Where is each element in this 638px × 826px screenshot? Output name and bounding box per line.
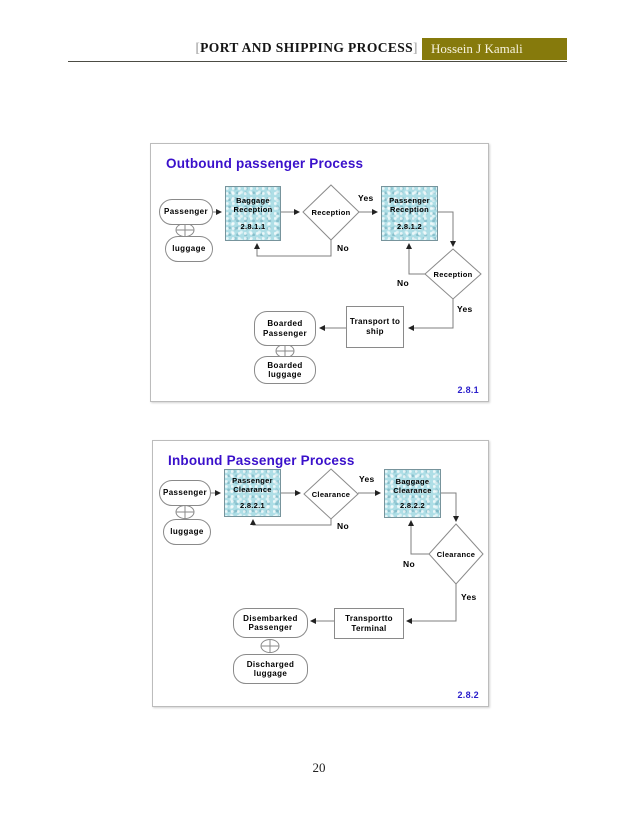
header-title: [PORT AND SHIPPING PROCESS] [195,40,418,56]
arrow-decision2-yes [406,584,457,624]
transport-box: Transport to ship [346,306,404,348]
process2-name: Passenger Reception [389,196,430,214]
author-badge: Hossein J Kamali [422,38,567,60]
decision1-no-label: No [337,243,349,253]
decision1-label: Clearance [311,490,351,499]
arrow-process2-to-decision2 [441,492,459,522]
arrow-decision2-no-loop [408,520,429,555]
outbound-process-panel: Outbound passenger Process Passenger lug… [150,143,489,402]
decision2-label: Clearance [436,550,476,559]
process1-line1: Passenger [232,476,273,486]
transport-line2: ship [366,327,384,336]
end-entity-line2: Passenger [248,623,293,632]
process1-box: Passenger Clearance 2.8.2.1 [224,469,281,517]
header-rule [68,61,567,62]
end-item-line2: luggage [253,669,288,678]
end-item-line2: luggage [268,370,302,379]
inbound-process-panel: Inbound Passenger Process Passenger lugg… [152,440,489,707]
process2-line1: Passenger [389,195,430,205]
header-bracket-right: ] [413,40,418,55]
start-item-label: luggage [170,527,204,537]
decision2-no-label: No [397,278,409,288]
end-entity-line1: Boarded [267,319,303,328]
arrow-decision2-yes [408,299,454,331]
process2-ref: 2.8.2.2 [399,501,426,511]
start-entity: Passenger [159,480,211,506]
or-junction-icon [260,639,280,653]
process1-name: Passenger Clearance [232,476,273,494]
decision2-label: Reception [433,270,473,279]
start-item: luggage [163,519,211,545]
arrow-decision1-no-loop [254,240,332,257]
process2-line2: Reception [390,204,429,214]
inbound-connectors [175,468,484,653]
transport-line1: Transport to [349,317,401,326]
process2-box: Passenger Reception 2.8.1.2 [381,186,438,241]
arrow-process2-to-decision2 [438,211,456,247]
end-item: Discharged luggage [233,654,308,684]
start-entity: Passenger [159,199,213,225]
process1-box: Baggage Reception 2.8.1.1 [225,186,281,241]
start-entity-label: Passenger [163,207,209,217]
decision1-yes-label: Yes [358,193,374,203]
or-junction-icon [175,505,195,519]
end-entity: Boarded Passenger [254,311,316,346]
chart-title: Inbound Passenger Process [168,453,355,468]
process1-line2: Reception [233,204,273,214]
process2-box: Baggage Clearance 2.8.2.2 [384,469,441,518]
end-item: Boarded luggage [254,356,316,384]
process1-line1: Baggage [236,195,270,205]
process2-ref: 2.8.1.2 [396,222,423,232]
start-item-label: luggage [172,244,206,254]
end-item-line1: Boarded [267,360,303,370]
decision2-yes-label: Yes [461,592,477,602]
process1-name: Baggage Reception [234,196,273,214]
decision1-label: Reception [311,208,351,217]
figure-ref: 2.8.1 [457,385,479,395]
chart-title: Outbound passenger Process [166,156,364,171]
process2-line2: Clearance [393,485,432,495]
end-item-line1: Discharged [246,659,295,669]
transport-line1: Transportto [345,613,393,623]
process2-line1: Baggage [395,476,430,486]
header-title-text: PORT AND SHIPPING PROCESS [200,40,414,55]
end-entity-line2: Passenger [262,328,308,338]
process2-name: Baggage Clearance [393,477,432,495]
or-junction-icon [175,223,195,237]
process1-line2: Clearance [233,485,272,495]
start-entity-label: Passenger [162,488,208,498]
decision2-yes-label: Yes [457,304,473,314]
decision1-yes-label: Yes [359,474,375,484]
header-bracket-left: [ [195,40,201,55]
transport-line2: Terminal [351,623,387,633]
end-entity: Disembarked Passenger [233,608,308,638]
page-number: 20 [312,760,326,775]
process1-ref: 2.8.2.1 [239,500,266,510]
transport-box: Transportto Terminal [334,608,404,639]
arrow-decision1-no-loop [250,519,332,526]
decision2-no-label: No [403,559,415,569]
process1-ref: 2.8.1.1 [240,222,266,232]
start-item: luggage [165,236,213,262]
end-entity-line1: Disembarked [243,613,298,623]
decision1-no-label: No [337,521,349,531]
figure-ref: 2.8.2 [457,690,479,700]
arrow-decision2-no-loop [406,243,425,275]
